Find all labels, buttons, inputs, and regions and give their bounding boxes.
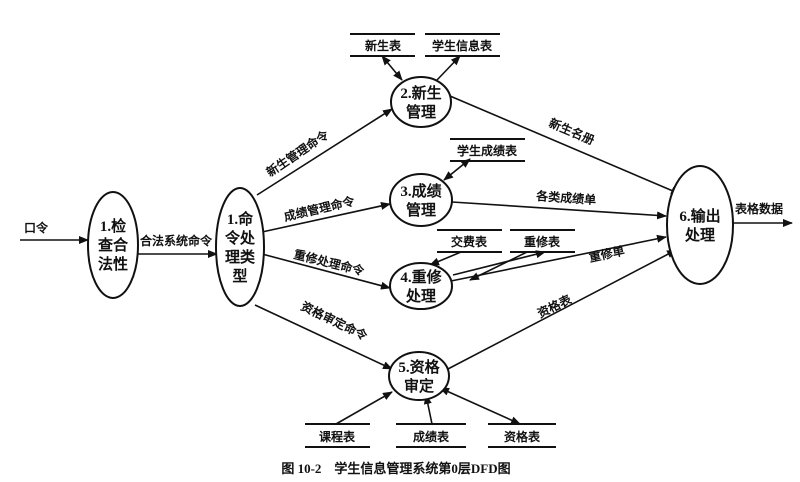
process-retake: 4.重修处理 <box>389 262 453 310</box>
store-courses: 课程表 <box>305 423 370 448</box>
store-retake: 重修表 <box>510 229 575 253</box>
flow-retake-cmd-arrow <box>261 253 391 290</box>
store-scores: 成绩表 <box>396 423 466 448</box>
label-qualify-cmd: 资格审定命令 <box>299 298 371 343</box>
label-retake-list: 重修单 <box>588 243 626 265</box>
svg-text:重修表: 重修表 <box>524 234 561 249</box>
svg-text:6.输出处理: 6.输出处理 <box>679 207 720 244</box>
label-qualify-table: 资格表 <box>535 291 575 321</box>
flow-grade-reports-arrow <box>451 201 667 220</box>
flow-new-student-cmd-arrow <box>256 108 393 196</box>
flow-grade-cmd-arrow <box>261 202 391 233</box>
label-valid-command: 合法系统命令 <box>140 233 213 248</box>
store-qualification: 资格表 <box>488 423 556 448</box>
store-fees: 交费表 <box>437 229 502 253</box>
store-new-students: 新生表 <box>350 33 415 57</box>
process-qualification: 5.资格审定 <box>388 351 450 401</box>
svg-text:学生信息表: 学生信息表 <box>432 38 493 53</box>
link-fees-store <box>429 251 462 266</box>
svg-text:2.新生管理: 2.新生管理 <box>400 84 441 121</box>
link-student-info-store <box>436 55 461 81</box>
process-command-type: 1.命令处理类型 <box>215 187 265 307</box>
link-retake-store-out <box>452 250 546 276</box>
svg-text:1.检查合法性: 1.检查合法性 <box>98 217 129 273</box>
svg-text:5.资格审定: 5.资格审定 <box>398 358 440 395</box>
label-report-data: 表格数据 <box>734 201 783 216</box>
figure-caption: 图 10-2 学生信息管理系统第0层DFD图 <box>281 461 510 476</box>
flow-new-roster-arrow <box>449 95 681 195</box>
svg-text:3.成绩管理: 3.成绩管理 <box>400 182 441 219</box>
link-qualification-store <box>439 387 521 425</box>
store-grade-list: 学生成绩表 <box>450 138 525 162</box>
svg-text:学生成绩表: 学生成绩表 <box>457 143 518 158</box>
flow-retake-list-arrow <box>450 234 667 282</box>
flow-qualify-table-arrow <box>445 249 677 371</box>
label-new-roster: 新生名册 <box>547 115 597 148</box>
label-input-command: 口令 <box>24 220 49 235</box>
link-courses-store <box>335 391 393 425</box>
svg-text:成绩表: 成绩表 <box>413 429 450 444</box>
label-retake-cmd: 重修处理命令 <box>292 246 366 278</box>
svg-text:4.重修处理: 4.重修处理 <box>400 268 442 305</box>
svg-text:1.命令处理类型: 1.命令处理类型 <box>225 210 256 285</box>
process-new-student: 2.新生管理 <box>390 76 452 128</box>
store-student-info: 学生信息表 <box>425 33 500 57</box>
link-grade-list-store <box>443 158 471 181</box>
process-output: 6.输出处理 <box>666 165 734 285</box>
svg-text:资格表: 资格表 <box>504 429 541 444</box>
svg-text:新生表: 新生表 <box>365 38 402 53</box>
process-check-validity: 1.检查合法性 <box>87 191 139 299</box>
link-new-students-store <box>381 55 403 81</box>
process-grade-management: 3.成绩管理 <box>389 173 453 227</box>
svg-text:交费表: 交费表 <box>451 234 488 249</box>
svg-text:课程表: 课程表 <box>319 429 356 444</box>
flow-qualify-cmd-arrow <box>254 304 393 370</box>
label-grade-reports: 各类成绩单 <box>535 188 597 207</box>
link-retake-store-in <box>469 251 528 281</box>
